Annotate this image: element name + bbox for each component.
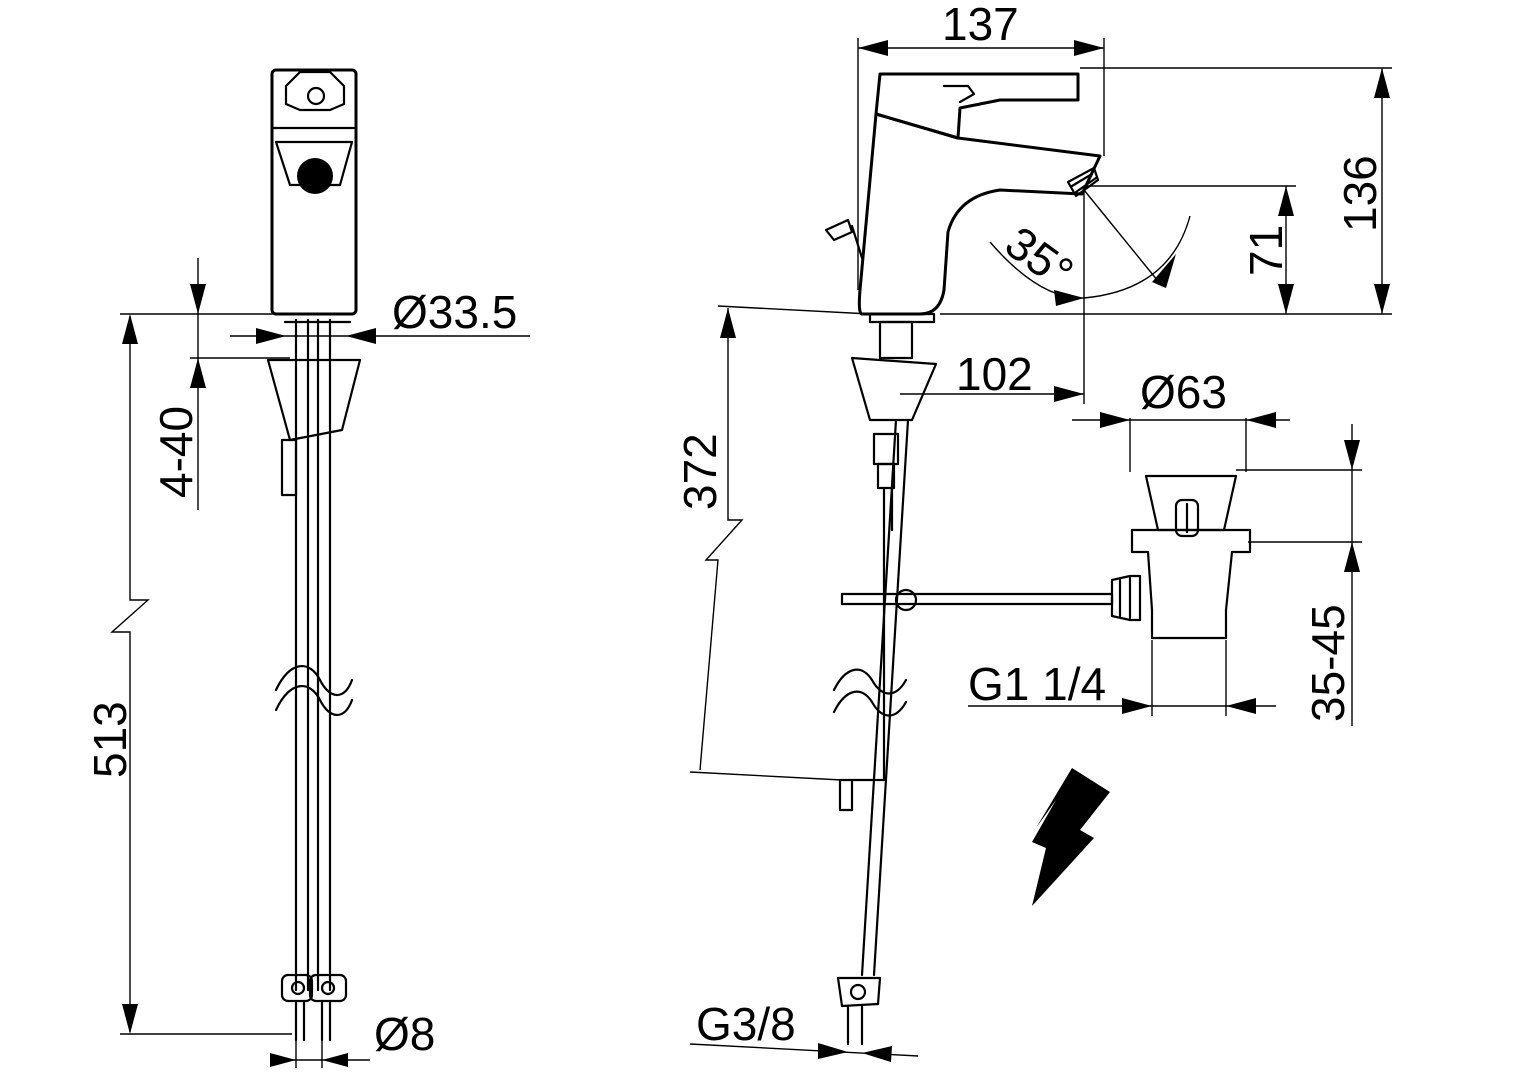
dim-thread-g1-1-4: G1 1/4 bbox=[968, 658, 1106, 710]
dim-length-513: 513 bbox=[84, 701, 136, 778]
dim-range-35-45: 35-45 bbox=[1302, 604, 1354, 722]
front-dimensions bbox=[110, 258, 530, 1068]
side-waste bbox=[1130, 528, 1252, 640]
front-break bbox=[274, 664, 354, 697]
side-dimensions bbox=[689, 38, 1392, 1062]
dim-diameter-63: Ø63 bbox=[1140, 366, 1227, 418]
front-spout-aerator bbox=[274, 140, 354, 187]
side-lever bbox=[874, 72, 1080, 140]
dim-height-136: 136 bbox=[1334, 155, 1386, 232]
side-popup-knob bbox=[824, 218, 854, 242]
dim-thread-g3-8: G3/8 bbox=[696, 998, 796, 1050]
front-hoses bbox=[294, 318, 332, 992]
dim-reach-102: 102 bbox=[956, 348, 1033, 400]
dim-length-372: 372 bbox=[674, 433, 726, 510]
side-view bbox=[824, 72, 1252, 1046]
dim-width-137: 137 bbox=[942, 0, 1019, 50]
dim-height-71: 71 bbox=[1240, 225, 1292, 276]
dim-angle-35: 35° bbox=[996, 216, 1083, 299]
dim-diameter-8: Ø8 bbox=[374, 1008, 435, 1060]
side-body bbox=[857, 112, 1102, 316]
front-aerator bbox=[297, 158, 333, 194]
side-fixing bbox=[850, 356, 938, 422]
front-body bbox=[270, 68, 358, 316]
front-fixing bbox=[266, 358, 362, 442]
side-hose-nut bbox=[836, 976, 882, 1008]
side-linkage-rod bbox=[840, 592, 1114, 606]
dim-diameter-33-5: Ø33.5 bbox=[392, 286, 517, 338]
front-lever bbox=[284, 70, 346, 112]
side-aerator bbox=[1066, 166, 1100, 198]
front-view bbox=[266, 68, 362, 1042]
front-hose-nuts bbox=[280, 973, 348, 1042]
side-hose bbox=[838, 486, 886, 812]
lightning-bolt-icon bbox=[1032, 768, 1110, 906]
dim-range-4-40: 4-40 bbox=[150, 406, 202, 498]
